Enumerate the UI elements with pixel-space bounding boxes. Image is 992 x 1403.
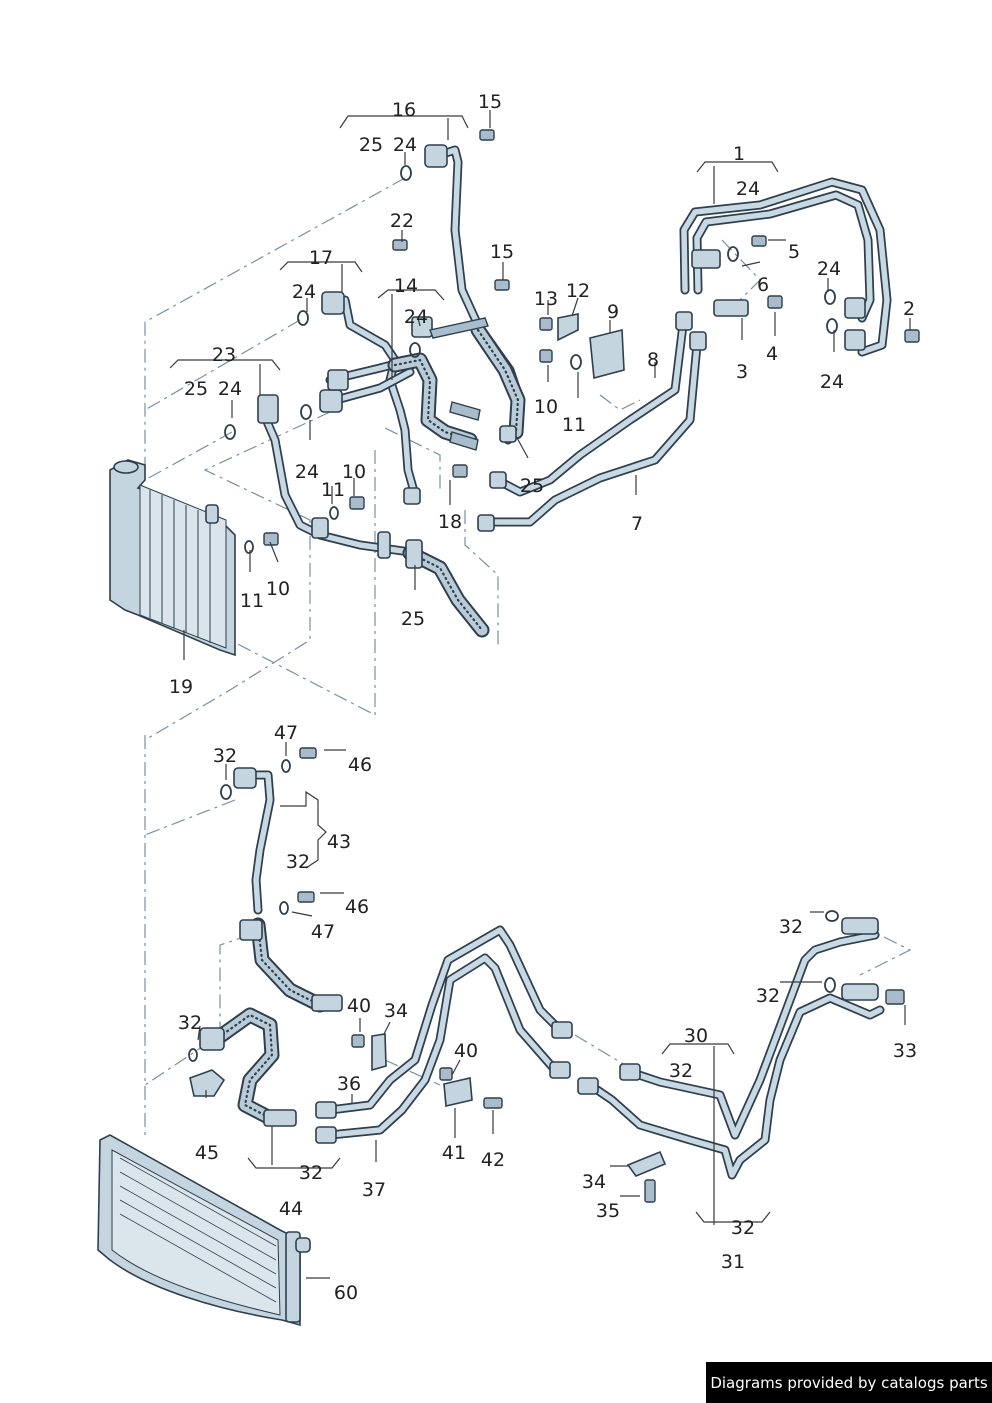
- callout-24: 24: [295, 461, 319, 483]
- callout-32: 32: [731, 1217, 755, 1239]
- callout-5: 5: [788, 241, 800, 263]
- callout-11: 11: [240, 590, 264, 612]
- callout-47: 47: [274, 722, 298, 744]
- callout-25: 25: [359, 134, 383, 156]
- attribution-badge: Diagrams provided by catalogs parts: [706, 1362, 992, 1403]
- callout-14: 14: [394, 275, 418, 297]
- callout-19: 19: [169, 676, 193, 698]
- callout-24: 24: [393, 134, 417, 156]
- callout-24: 24: [820, 371, 844, 393]
- callout-46: 46: [345, 896, 369, 918]
- callout-12: 12: [566, 280, 590, 302]
- callout-23: 23: [212, 344, 236, 366]
- callout-10: 10: [266, 578, 290, 600]
- callout-1: 1: [733, 143, 745, 165]
- callout-46: 46: [348, 754, 372, 776]
- callout-25: 25: [401, 608, 425, 630]
- cooler-60: [97, 1134, 311, 1327]
- lower-fittings: [188, 747, 905, 1203]
- callout-32: 32: [213, 745, 237, 767]
- upper-fittings: [224, 129, 920, 569]
- callout-24: 24: [736, 178, 760, 200]
- assembly-guide-lines: [144, 177, 912, 1140]
- callout-40: 40: [454, 1040, 478, 1062]
- oil-cooler-19: [109, 459, 236, 657]
- callout-25: 25: [184, 378, 208, 400]
- callout-10: 10: [342, 461, 366, 483]
- callout-47: 47: [311, 921, 335, 943]
- callout-34: 34: [384, 1000, 408, 1022]
- callout-15: 15: [490, 241, 514, 263]
- callout-24: 24: [292, 281, 316, 303]
- callout-32: 32: [178, 1012, 202, 1034]
- callout-34: 34: [582, 1171, 606, 1193]
- callout-9: 9: [607, 301, 619, 323]
- upper-pipe-assembly: [257, 145, 892, 638]
- callout-22: 22: [390, 210, 414, 232]
- callout-18: 18: [438, 511, 462, 533]
- callout-17: 17: [309, 247, 333, 269]
- callout-42: 42: [481, 1149, 505, 1171]
- callout-labels: 16 15 25 24 1 24 22 15 5 17 6 24 14 24 2…: [169, 91, 917, 1304]
- callout-36: 36: [337, 1073, 361, 1095]
- callout-10: 10: [534, 396, 558, 418]
- callout-32: 32: [299, 1162, 323, 1184]
- callout-24: 24: [817, 258, 841, 280]
- callout-45: 45: [195, 1142, 219, 1164]
- callout-44: 44: [279, 1198, 303, 1220]
- callout-37: 37: [362, 1179, 386, 1201]
- callout-7: 7: [631, 513, 643, 535]
- callout-32: 32: [286, 851, 310, 873]
- callout-4: 4: [766, 343, 778, 365]
- callout-60: 60: [334, 1282, 358, 1304]
- callout-3: 3: [736, 361, 748, 383]
- callout-8: 8: [647, 349, 659, 371]
- callout-32: 32: [669, 1060, 693, 1082]
- callout-13: 13: [534, 288, 558, 310]
- callout-32: 32: [756, 985, 780, 1007]
- callout-25: 25: [520, 475, 544, 497]
- callout-24: 24: [218, 378, 242, 400]
- callout-15: 15: [478, 91, 502, 113]
- callout-16: 16: [392, 99, 416, 121]
- callout-31: 31: [721, 1251, 745, 1273]
- callout-33: 33: [893, 1040, 917, 1062]
- leader-lines: [169, 110, 911, 1279]
- callout-11: 11: [321, 479, 345, 501]
- callout-41: 41: [442, 1142, 466, 1164]
- callout-43: 43: [327, 831, 351, 853]
- callout-24: 24: [404, 306, 428, 328]
- callout-6: 6: [757, 274, 769, 296]
- callout-2: 2: [903, 298, 915, 320]
- callout-40: 40: [347, 995, 371, 1017]
- callout-32: 32: [779, 916, 803, 938]
- callout-35: 35: [596, 1200, 620, 1222]
- lower-pipe-assembly: [207, 770, 885, 1180]
- attribution-text: Diagrams provided by catalogs parts: [710, 1373, 988, 1392]
- callout-11: 11: [562, 414, 586, 436]
- callout-30: 30: [684, 1025, 708, 1047]
